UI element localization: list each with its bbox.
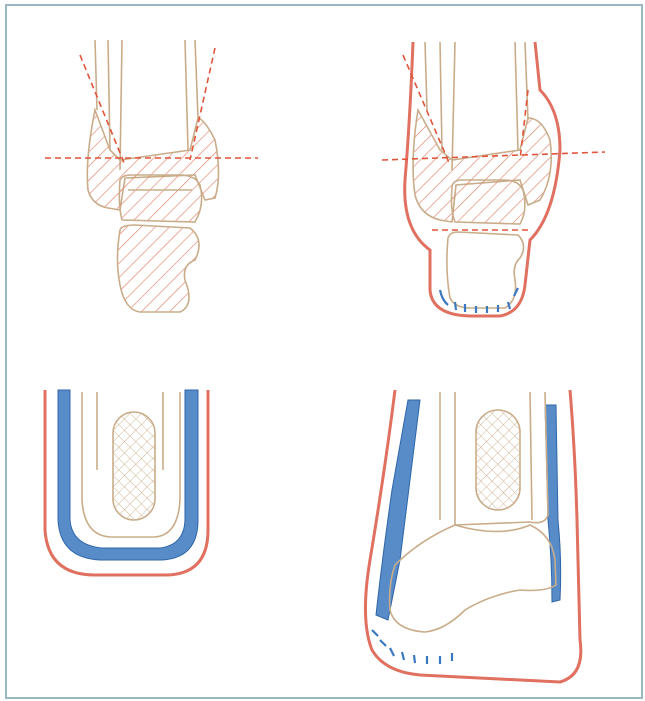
fibula-shaft-outer xyxy=(95,40,97,110)
tibial-plafond xyxy=(455,515,548,525)
soft-tissue-layer-left xyxy=(376,400,420,620)
cut-lines-top-left xyxy=(45,48,258,165)
tibia-shaft-right xyxy=(185,40,188,150)
tibia-shaft-outer xyxy=(195,40,198,118)
panel-top-left xyxy=(87,40,218,312)
frame-border xyxy=(6,5,642,698)
talus xyxy=(451,180,524,224)
panel-bottom-left xyxy=(45,390,208,575)
tibia-shaft-left xyxy=(120,40,122,170)
calcaneus xyxy=(118,225,200,312)
calcaneus xyxy=(447,232,524,308)
marrow-cross-section xyxy=(113,412,155,520)
heel-pad-marks xyxy=(372,630,452,664)
marrow-cross-section xyxy=(476,410,520,510)
talus xyxy=(119,175,201,222)
talus-calcaneus xyxy=(390,525,556,632)
fibula-shaft xyxy=(425,42,427,110)
panel-top-right xyxy=(382,42,605,316)
fibula-shaft-inner xyxy=(108,40,110,150)
panel-bottom-right xyxy=(365,390,580,682)
